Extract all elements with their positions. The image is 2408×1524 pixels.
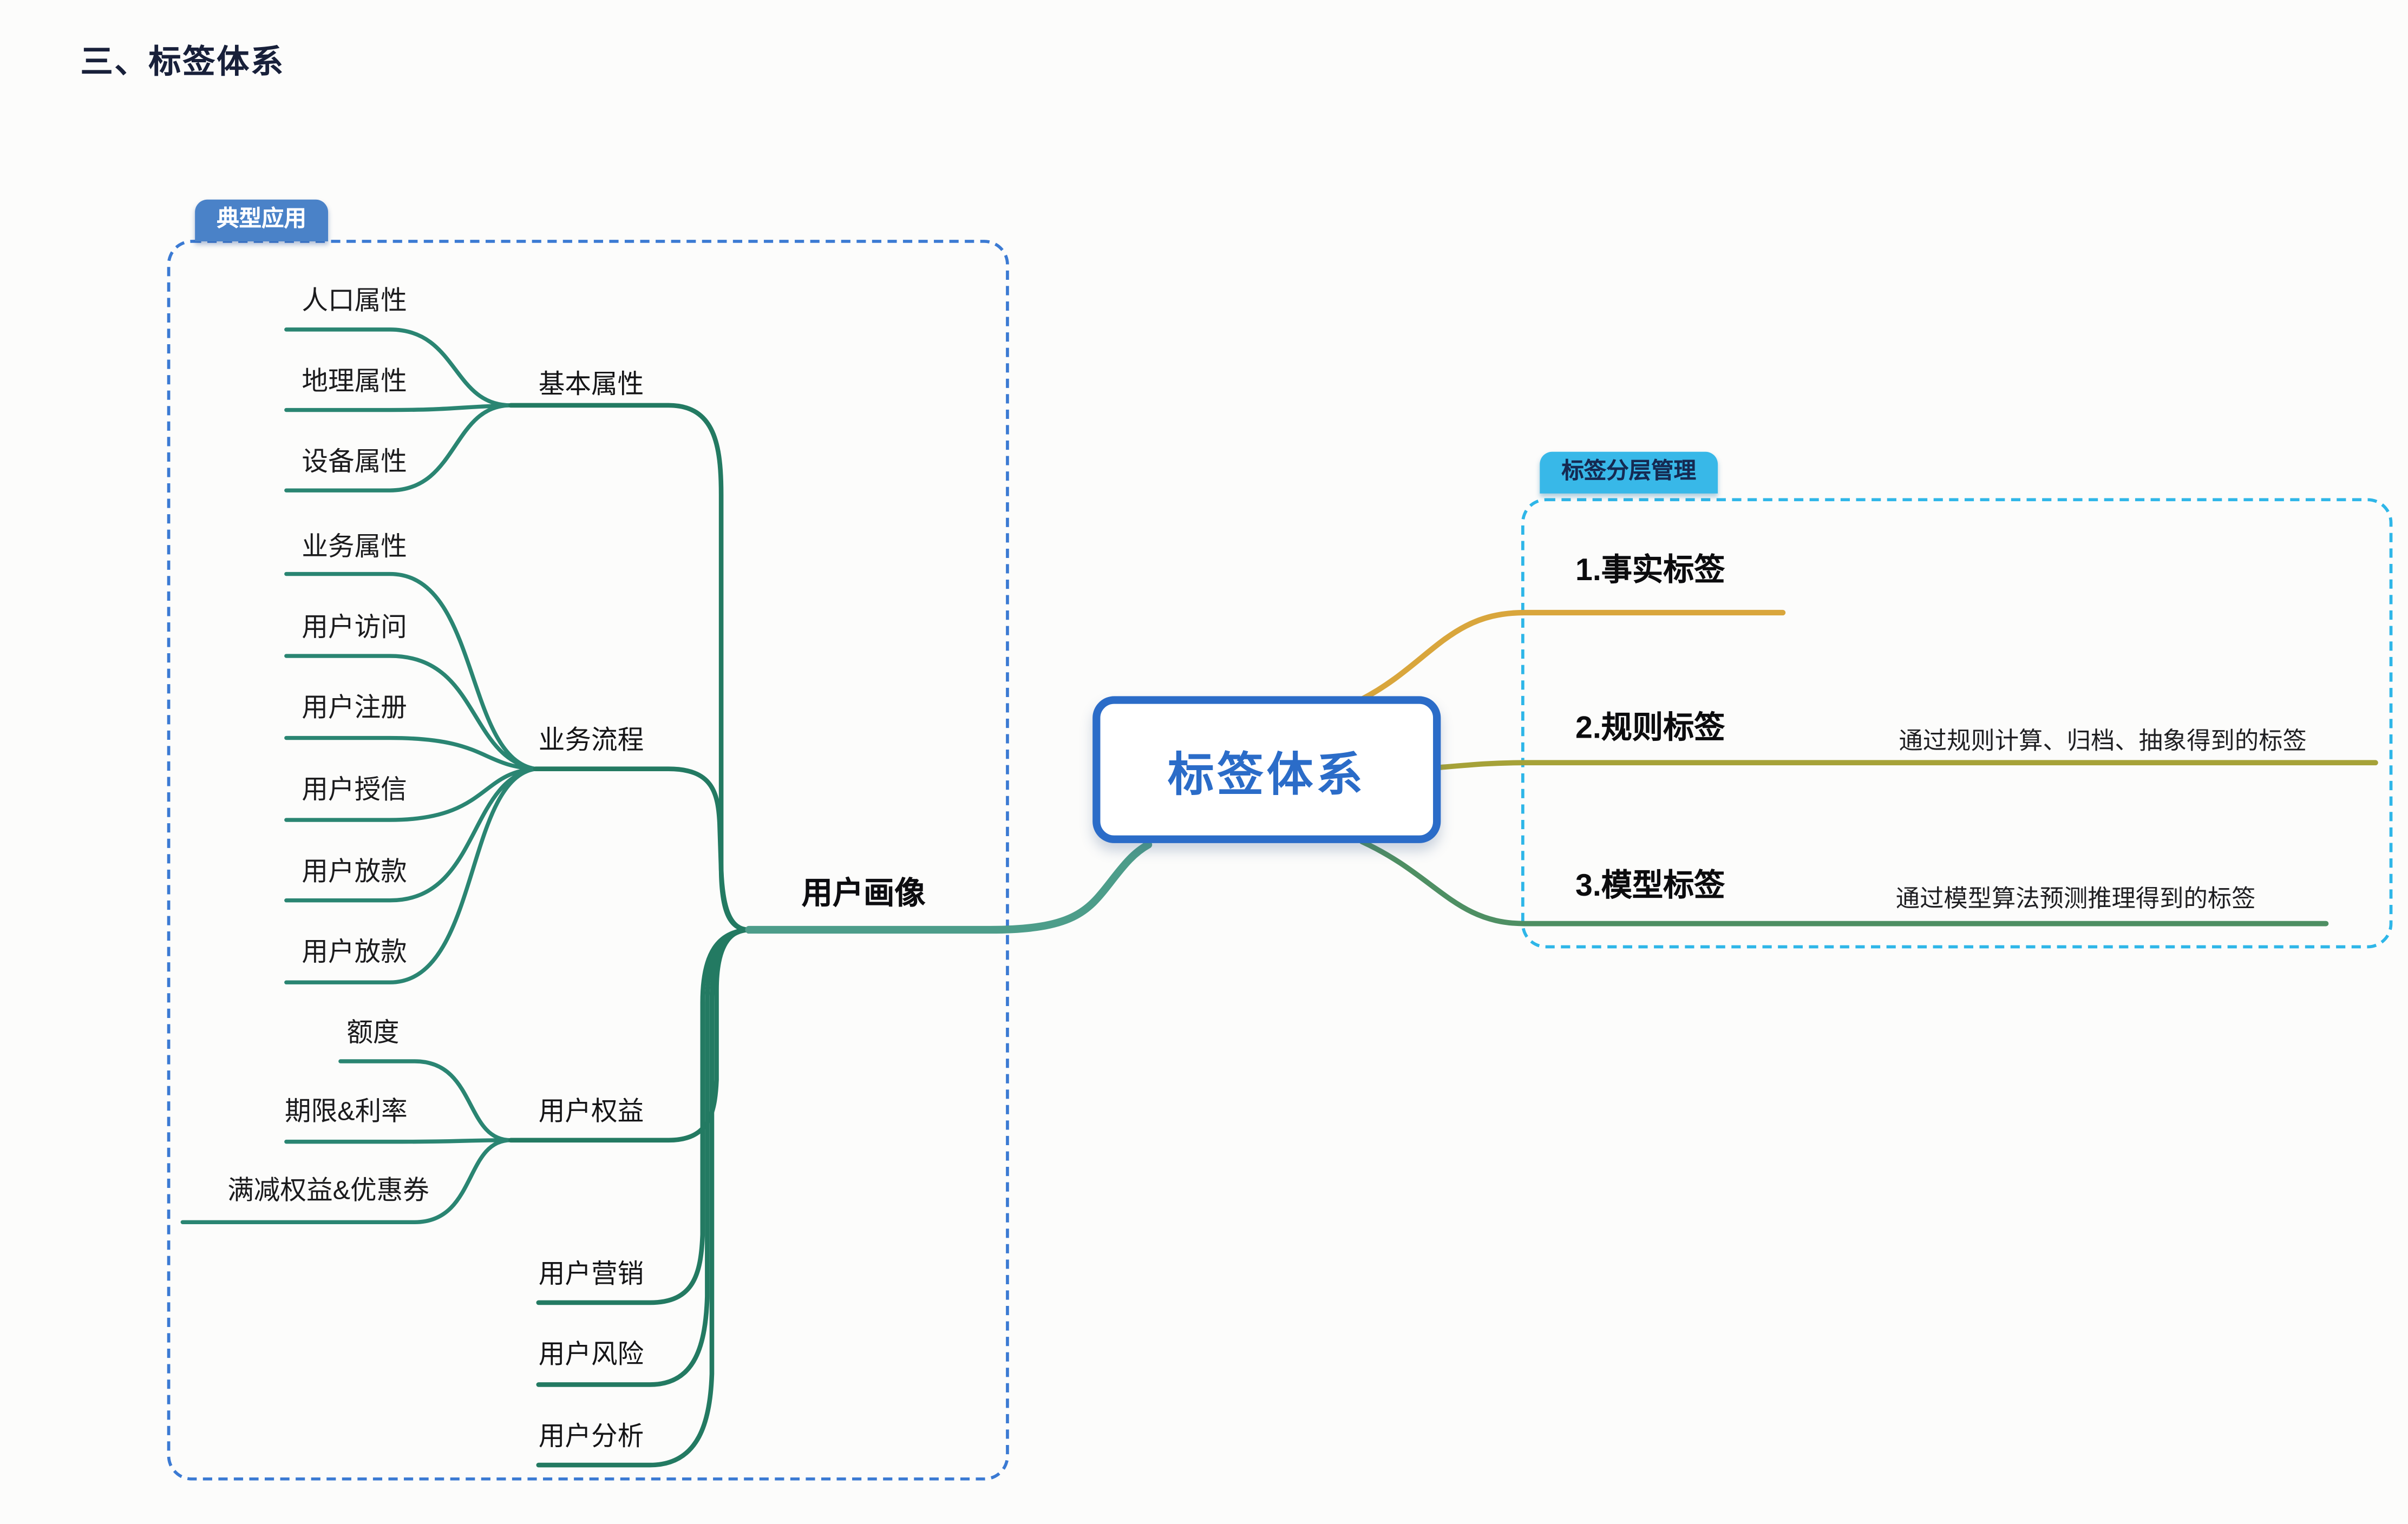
page-title: 三、标签体系 <box>80 44 285 81</box>
tier-rule-tag[interactable]: 2.规则标签 <box>1575 711 1725 746</box>
rule-tag-line <box>1438 760 2378 770</box>
tier-model-desc: 通过模型算法预测推理得到的标签 <box>1895 886 2256 913</box>
group-user-risk[interactable]: 用户风险 <box>538 1339 644 1369</box>
leaf-user-register[interactable]: 用户注册 <box>302 693 407 722</box>
user-rights-leaf-lines <box>180 1059 513 1225</box>
root-node-label: 标签体系 <box>1167 749 1366 801</box>
branch-user-profile[interactable]: 用户画像 <box>801 877 926 911</box>
root-node[interactable]: 标签体系 <box>1092 696 1441 843</box>
typical-applications-panel <box>167 240 1009 1481</box>
leaf-user-loan-2[interactable]: 用户放款 <box>302 937 407 967</box>
leaf-user-credit[interactable]: 用户授信 <box>302 775 407 805</box>
group-user-rights[interactable]: 用户权益 <box>538 1096 644 1127</box>
tag-layer-management-tag: 标签分层管理 <box>1540 451 1718 494</box>
user-profile-trunk <box>745 840 1153 934</box>
group-biz-flow[interactable]: 业务流程 <box>538 725 644 755</box>
leaf-user-loan-1[interactable]: 用户放款 <box>302 857 407 886</box>
tier-model-tag[interactable]: 3.模型标签 <box>1575 869 1725 904</box>
group-lines <box>508 403 751 1468</box>
model-tag-line <box>1359 839 2329 927</box>
leaf-geo-attr[interactable]: 地理属性 <box>302 366 407 396</box>
typical-applications-tag: 典型应用 <box>195 199 329 241</box>
biz-flow-leaf-lines <box>284 572 538 984</box>
tier-rule-desc: 通过规则计算、归档、抽象得到的标签 <box>1899 728 2307 755</box>
leaf-biz-attr[interactable]: 业务属性 <box>302 532 407 562</box>
tag-layer-management-panel <box>1521 498 2393 949</box>
fact-tag-line <box>1359 609 1786 702</box>
leaf-quota[interactable]: 额度 <box>346 1017 400 1048</box>
group-user-marketing[interactable]: 用户营销 <box>538 1259 644 1289</box>
leaf-discount-coupon[interactable]: 满减权益&优惠券 <box>227 1175 429 1205</box>
leaf-population-attr[interactable]: 人口属性 <box>302 286 407 316</box>
leaf-term-rate[interactable]: 期限&利率 <box>284 1096 408 1127</box>
leaf-user-visit[interactable]: 用户访问 <box>302 613 407 642</box>
leaf-device-attr[interactable]: 设备属性 <box>302 447 407 477</box>
group-user-analysis[interactable]: 用户分析 <box>538 1422 644 1451</box>
tier-fact-tag[interactable]: 1.事实标签 <box>1575 554 1725 588</box>
group-basic-attr[interactable]: 基本属性 <box>538 370 644 399</box>
basic-attr-leaf-lines <box>284 327 513 492</box>
